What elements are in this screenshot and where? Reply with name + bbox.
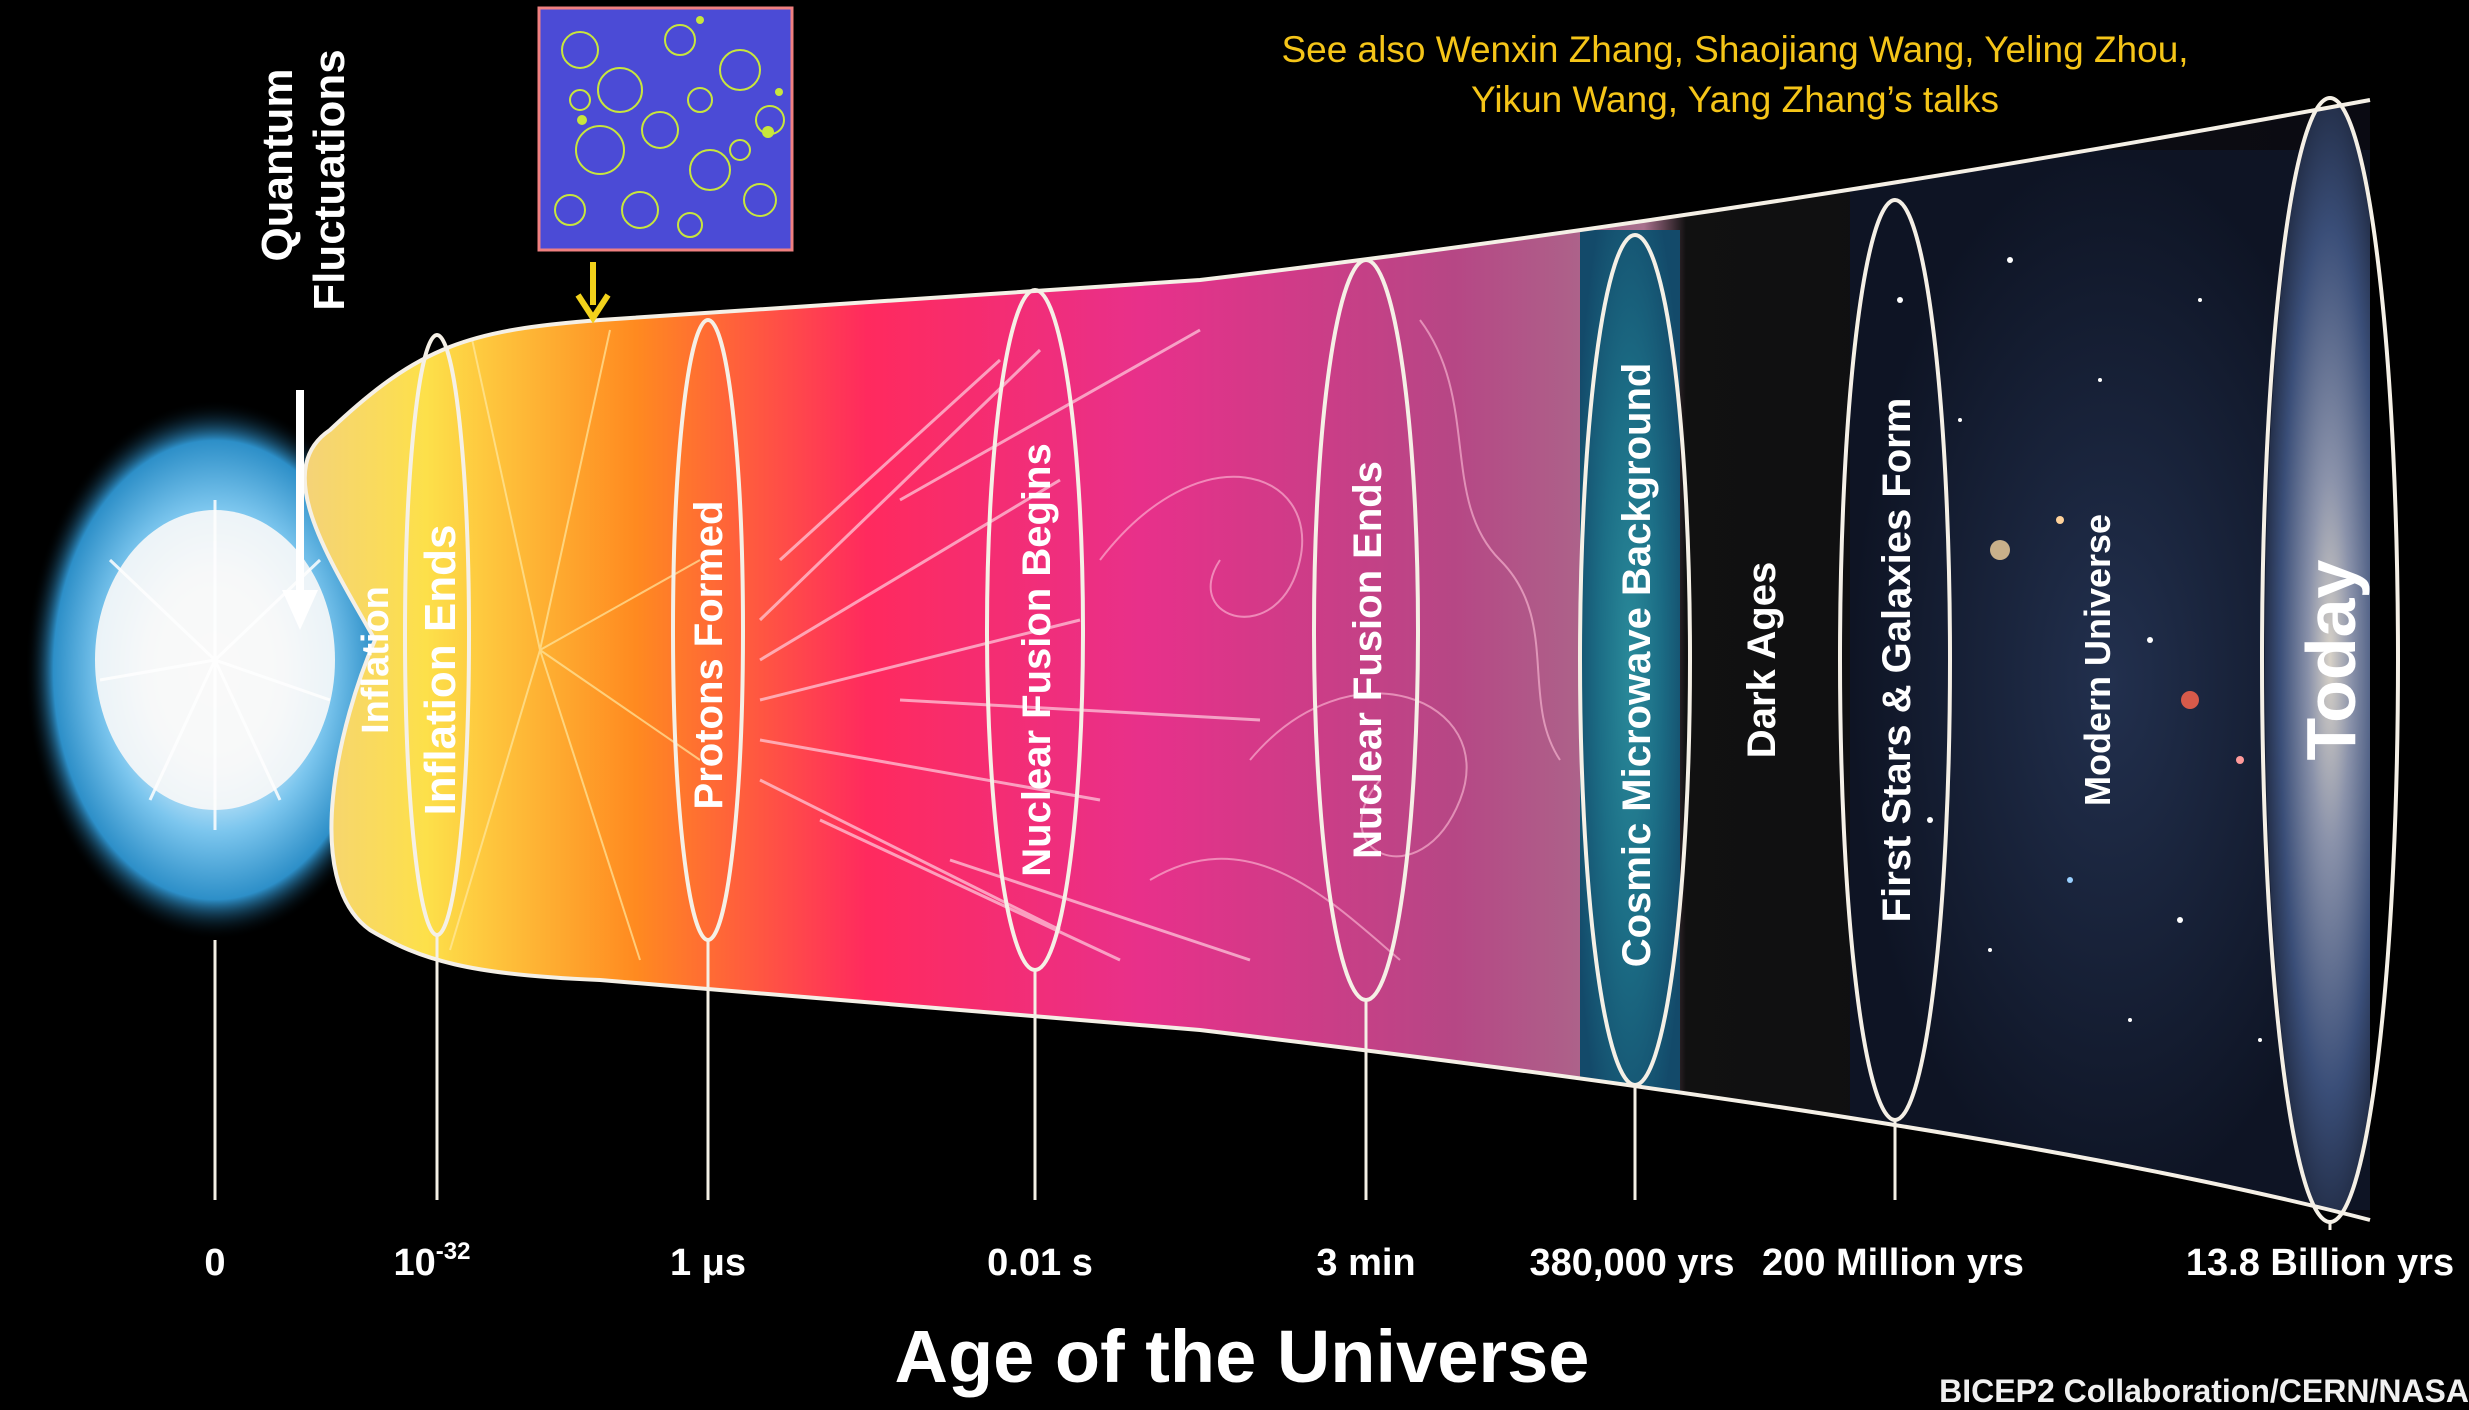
epoch-label-modern-universe: Modern Universe <box>2077 514 2118 806</box>
quantum-label-line-1: Quantum <box>253 68 302 261</box>
time-label-5: 380,000 yrs <box>1530 1242 1735 1284</box>
bubble-dots <box>577 16 783 138</box>
note-line-1: See also Wenxin Zhang, Shaojiang Wang, Y… <box>1281 29 2188 70</box>
particle-tracks <box>1099 319 1561 961</box>
andromeda-galaxy <box>2265 100 2370 1220</box>
inset-arrow-head <box>575 293 611 324</box>
epoch-label-first-stars: First Stars & Galaxies Form <box>1875 398 1919 923</box>
quantum-label-line-2: Fluctuations <box>305 49 354 311</box>
epoch-label-today: Today <box>2292 559 2370 760</box>
epoch-label-dark-ages: Dark Ages <box>1740 562 1784 758</box>
bubble-nucleation-inset <box>537 6 794 252</box>
time-label-7: 13.8 Billion yrs <box>2186 1242 2454 1284</box>
time-label-1: 10-32 <box>394 1238 471 1284</box>
note-line-2: Yikun Wang, Yang Zhang’s talks <box>1471 79 1999 120</box>
time-label-3: 0.01 s <box>987 1242 1093 1284</box>
time-label-4: 3 min <box>1316 1242 1415 1284</box>
epoch-labels: Inflation Inflation Ends Protons Formed … <box>355 363 2370 968</box>
epoch-label-fusion-begins: Nuclear Fusion Begins <box>1015 443 1059 876</box>
time-label-2: 1 μs <box>670 1242 746 1284</box>
timeline-ticks <box>213 935 2332 1230</box>
epoch-label-inflation-ends: Inflation Ends <box>416 525 465 816</box>
time-label-0: 0 <box>204 1242 225 1284</box>
bubble-circles <box>554 24 785 238</box>
axis-title: Age of the Universe <box>895 1315 1590 1398</box>
epoch-label-fusion-ends: Nuclear Fusion Ends <box>1346 461 1390 859</box>
time-label-1-base: 10 <box>394 1242 436 1284</box>
epoch-label-inflation: Inflation <box>355 586 397 734</box>
epoch-label-cmb: Cosmic Microwave Background <box>1615 363 1659 968</box>
time-label-6: 200 Million yrs <box>1762 1242 2024 1284</box>
epoch-label-protons-formed: Protons Formed <box>687 501 731 810</box>
tube-outline <box>302 98 2371 1222</box>
quantum-arrow-head <box>282 590 318 630</box>
timeline-labels: 0 10-32 1 μs 0.01 s 3 min 380,000 yrs 20… <box>204 1238 2454 1284</box>
time-label-1-sup: -32 <box>436 1238 471 1265</box>
